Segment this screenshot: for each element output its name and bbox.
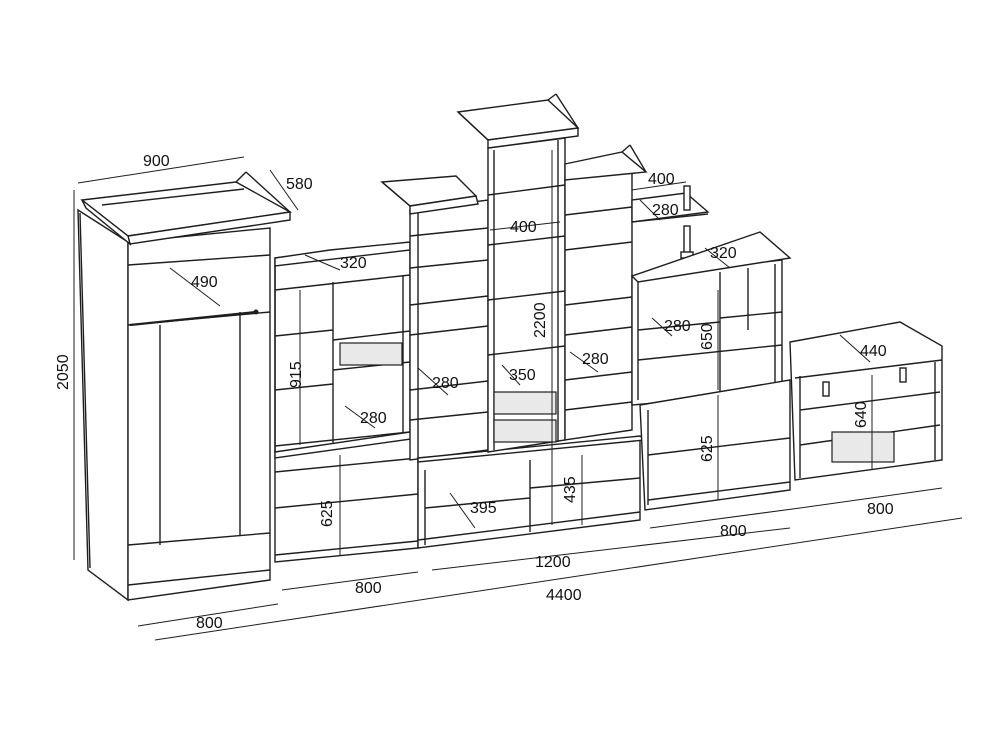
label-wardrobe-top-width: 900 <box>143 153 170 170</box>
label-center-tv-depth: 395 <box>470 500 497 517</box>
dimension-labels: 900 580 2050 490 320 915 280 625 280 400… <box>55 153 894 632</box>
label-small-shelf-depth: 280 <box>652 202 679 219</box>
label-left-upper-shelf-depth: 280 <box>360 410 387 427</box>
dimension-lines <box>73 150 963 641</box>
label-right-upper-depth: 320 <box>710 245 737 262</box>
far-right-section <box>789 321 943 481</box>
label-total-height: 2050 <box>55 354 72 390</box>
label-center-width: 1200 <box>535 554 571 571</box>
label-center-top-width: 400 <box>510 219 537 236</box>
mid-left-tower <box>380 175 489 461</box>
label-center-right-shelf-depth: 280 <box>582 351 609 368</box>
label-small-shelf-width: 400 <box>648 171 675 188</box>
label-wardrobe-width: 800 <box>196 615 223 632</box>
label-right-section-width: 800 <box>720 523 747 540</box>
label-total-width: 4400 <box>546 587 582 604</box>
right-section <box>630 231 792 511</box>
label-left-upper-height: 915 <box>288 361 305 388</box>
label-wardrobe-top-depth: 580 <box>286 176 313 193</box>
label-center-tv-height: 435 <box>562 476 579 503</box>
label-left-upper-depth: 320 <box>340 255 367 272</box>
label-mid-left-shelf-depth: 280 <box>432 375 459 392</box>
left-section <box>274 241 420 563</box>
label-wardrobe-inner-depth: 490 <box>191 274 218 291</box>
wardrobe <box>77 171 293 602</box>
label-right-lower-height: 625 <box>699 435 716 462</box>
label-far-right-depth: 440 <box>860 343 887 360</box>
label-center-drawer-depth: 350 <box>509 367 536 384</box>
mid-right-tower <box>564 144 648 441</box>
label-right-upper-height: 650 <box>699 323 716 350</box>
label-left-section-width: 800 <box>355 580 382 597</box>
label-far-right-width: 800 <box>867 501 894 518</box>
label-left-lower-height: 625 <box>319 500 336 527</box>
label-right-upper-shelf-depth: 280 <box>664 318 691 335</box>
label-tall-height: 2200 <box>532 302 549 338</box>
label-far-right-height: 640 <box>853 401 870 428</box>
small-wall-shelf <box>631 185 710 259</box>
center-base <box>417 435 647 549</box>
